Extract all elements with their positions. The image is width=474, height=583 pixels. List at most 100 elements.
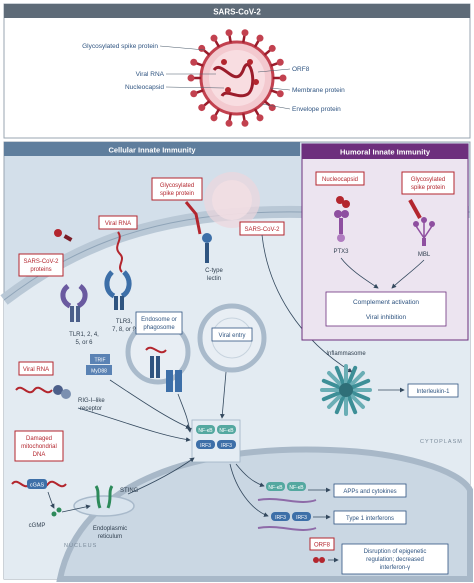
box-type1 xyxy=(333,510,407,525)
nfkb-pill-1 xyxy=(196,425,215,434)
inflammasome-arm xyxy=(327,371,344,388)
box-glyco-spike xyxy=(151,177,203,201)
label-cgmp: cGMP xyxy=(29,523,46,529)
humoral-title: Humoral Innate Immunity xyxy=(340,148,431,157)
tlr-external-receptor xyxy=(60,284,88,322)
label-nuc-nfkb-2: NF-κB xyxy=(289,485,304,491)
spike-head xyxy=(187,74,195,82)
label-viral-entry: Viral entry xyxy=(219,333,246,339)
box-humoral-glyco xyxy=(401,171,455,195)
label-humoral-glyco-1: Glycosylated xyxy=(411,177,445,183)
label-irf3-1: IRF3 xyxy=(200,443,211,449)
label-damaged-3: DNA xyxy=(33,452,46,458)
label-mbl: MBL xyxy=(418,252,431,258)
label-type1: Type 1 interferons xyxy=(346,516,394,522)
label-ptx3: PTX3 xyxy=(333,249,349,255)
spike-head xyxy=(210,34,218,42)
label-sars-proteins-2: proteins xyxy=(30,267,51,273)
label-irf3-2: IRF3 xyxy=(221,443,232,449)
box-viral-entry xyxy=(211,327,253,342)
label-disruption-1: Disruption of epigenetic xyxy=(364,549,427,555)
trif-badge-endosome xyxy=(166,370,173,392)
nuclear-nfkb-1 xyxy=(266,482,285,491)
myd88-badge-endosome xyxy=(175,370,182,392)
inflammasome-arm xyxy=(348,371,365,388)
trif-box xyxy=(90,354,110,364)
inflammasome-complex xyxy=(320,364,372,416)
label-glyco-1: Glycosylated xyxy=(160,183,194,189)
top-panel: SARS-CoV-2 Glycosylated spike protein Vi… xyxy=(3,3,471,139)
label-nuc-nfkb-1: NF-κB xyxy=(268,485,283,491)
cytoplasm-label: CYTOPLASM xyxy=(420,439,463,445)
label-tlr-ext-1: TLR1, 2, 4, xyxy=(69,332,99,338)
spike-head xyxy=(256,114,264,122)
label-nfkb-1: NF-κB xyxy=(198,428,213,434)
spike-head xyxy=(276,90,284,98)
label-viral-rna-2: Viral RNA xyxy=(23,367,49,373)
label-viral-inhibition: Viral inhibition xyxy=(366,314,407,321)
inflammasome-arm xyxy=(327,392,344,409)
label-viral-rna-cell: Viral RNA xyxy=(105,221,131,227)
label-interleukin: Interleukin-1 xyxy=(416,389,450,395)
spike-head xyxy=(210,114,218,122)
label-tlr-endo-1: TLR3, xyxy=(116,319,133,325)
myd88-box xyxy=(86,365,112,375)
label-disruption-3: interferon-γ xyxy=(380,565,410,571)
label-disruption-2: regulation; decreased xyxy=(366,557,424,563)
top-panel-header xyxy=(4,4,470,18)
cellular-header xyxy=(4,142,300,156)
label-orf8: ORF8 xyxy=(292,66,310,73)
box-viral-rna xyxy=(98,215,138,230)
label-nfkb-2: NF-κB xyxy=(219,428,234,434)
spike-head xyxy=(279,74,287,82)
nuclear-irf3-1 xyxy=(271,512,290,521)
nucleus-label: NUCLEUS xyxy=(64,543,97,549)
rig-i-receptor-shape xyxy=(53,385,63,395)
cellular-title: Cellular Innate Immunity xyxy=(108,146,196,155)
box-apps xyxy=(333,483,407,498)
label-sars-proteins-1: SARS-CoV-2 xyxy=(23,259,59,265)
box-interleukin xyxy=(407,383,459,398)
label-rigi-1: RIG-I–like xyxy=(78,398,105,404)
label-sting: STING xyxy=(120,488,139,494)
label-humoral-glyco-2: spike protein xyxy=(411,185,445,191)
spike-head xyxy=(256,34,264,42)
spike-head xyxy=(268,44,276,52)
virus-illustration xyxy=(187,29,287,127)
inflammasome-arm xyxy=(334,365,346,387)
label-orf8-cell: ORF8 xyxy=(314,543,331,549)
cgas-box xyxy=(27,479,47,489)
label-rigi-2: receptor xyxy=(80,406,102,412)
label-endosome-2: phagosome xyxy=(143,325,175,331)
irf3-pill-1 xyxy=(196,440,215,449)
label-humoral-nucleocapsid: Nucleocapsid xyxy=(322,177,358,183)
label-viral-rna: Viral RNA xyxy=(136,71,165,78)
spike-head xyxy=(276,58,284,66)
box-orf8 xyxy=(309,537,335,551)
irf3-pill-2 xyxy=(217,440,236,449)
spike-head xyxy=(190,90,198,98)
spike-head xyxy=(241,29,249,37)
label-er-1: Endoplasmic xyxy=(93,526,127,532)
label-endosome-1: Endosome or xyxy=(141,317,177,323)
ptx3-molecule xyxy=(334,210,349,242)
tlr-endosomal-receptor xyxy=(104,270,132,310)
label-er-2: reticulum xyxy=(98,534,122,540)
box-endosome xyxy=(135,311,183,335)
mbl-molecule xyxy=(413,217,435,246)
endoplasmic-reticulum xyxy=(73,495,135,517)
label-cgas: cGAS xyxy=(30,483,45,489)
label-nuc-irf3-2: IRF3 xyxy=(296,515,307,521)
box-damaged-dna xyxy=(14,430,64,462)
label-complement: Complement activation xyxy=(353,299,419,306)
label-tlr-ext-2: 5, or 6 xyxy=(75,340,93,346)
inflammasome-arm xyxy=(321,390,343,402)
nfkb-pill-2 xyxy=(217,425,236,434)
label-sars-cov2: SARS-CoV-2 xyxy=(244,227,280,233)
label-membrane: Membrane protein xyxy=(292,87,345,94)
nuclear-nfkb-2 xyxy=(287,482,306,491)
inflammasome-arm xyxy=(349,390,371,402)
label-ctype-2: lectin xyxy=(207,276,221,282)
spike-head xyxy=(225,119,233,127)
